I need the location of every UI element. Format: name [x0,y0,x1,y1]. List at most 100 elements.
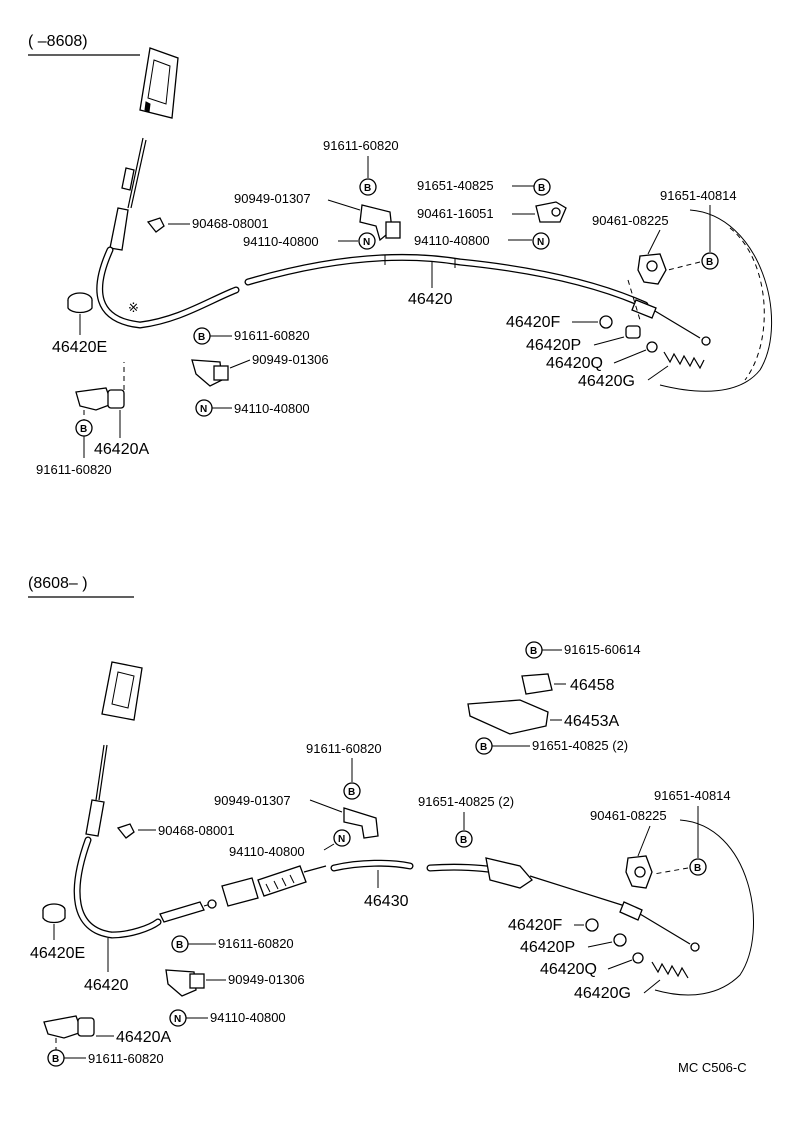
svg-text:N: N [174,1014,181,1025]
svg-text:B: B [198,332,205,343]
label-90461-16051: 90461-16051 [417,206,494,221]
bracket-90949-01307-icon [343,807,379,839]
nut-symbol-icon [358,232,376,250]
label-46420Q-bottom: 46420Q [540,961,597,978]
label-94110-40800-a-bottom: 94110-40800 [229,844,305,859]
label-46420A-bottom: 46420A [116,1029,171,1046]
label-91611-60820-c: 91611-60820 [36,462,112,477]
label-90468-08001: 90468-08001 [192,216,269,231]
lever-grip-icon [101,661,143,721]
label-90461-08225: 90461-08225 [592,213,669,228]
bolt-symbol-icon [359,178,377,196]
clamp-90461-16051-icon [535,201,567,223]
bracket-46420A-icon [75,387,113,411]
svg-text:B: B [538,183,545,194]
top-section: ( –8608) [28,33,773,477]
label-91611-60820-b-bottom: 91611-60820 [218,936,294,951]
label-46458: 46458 [570,677,615,694]
svg-text:B: B [364,183,371,194]
label-46420P: 46420P [526,337,581,354]
cable-rod [85,744,108,837]
label-91651-40825-2a: 91651-40825 (2) [532,738,628,753]
label-91615-60614: 91615-60614 [564,642,641,657]
bolt-symbol-icon [455,830,473,848]
label-94110-40800-a: 94110-40800 [243,234,319,249]
bottom-section: (8608– ) [28,575,754,1075]
label-46420E-bottom: 46420E [30,945,85,962]
label-46420G: 46420G [578,373,635,390]
spring-46420G-icon [663,351,705,370]
bolt-symbol-icon [533,178,551,196]
svg-text:N: N [200,404,207,415]
label-94110-40800-b: 94110-40800 [414,233,490,248]
label-90468-08001-bottom: 90468-08001 [158,823,235,838]
label-91611-60820-c-bottom: 91611-60820 [88,1051,164,1066]
clip-90468-icon [146,217,165,233]
washer-46420Q-icon [632,952,644,964]
label-46420Q: 46420Q [546,355,603,372]
label-46420: 46420 [408,291,453,308]
brake-drum-top [659,209,773,392]
svg-text:B: B [530,646,537,657]
label-46420P-bottom: 46420P [520,939,575,956]
bolt-symbol-icon [689,858,707,876]
svg-text:N: N [537,237,544,248]
label-91611-60820-a: 91611-60820 [323,138,399,153]
top-section-header: ( –8608) [28,33,88,50]
label-91651-40814-bottom: 91651-40814 [654,788,731,803]
label-46453A: 46453A [564,713,619,730]
bracket-46453A-icon [467,699,549,735]
lever-grip-icon [139,47,179,119]
label-46420F-bottom: 46420F [508,917,562,934]
label-46420F: 46420F [506,314,560,331]
label-90949-01307: 90949-01307 [234,191,311,206]
label-91651-40825: 91651-40825 [417,178,494,193]
retainer-46420P-icon [625,325,641,339]
cable-46420-bottom [73,836,327,939]
clip-46420F-icon [599,315,613,329]
svg-text:B: B [176,940,183,951]
label-46420A: 46420A [94,441,149,458]
label-90949-01306: 90949-01306 [252,352,329,367]
brake-drum-bottom [654,819,754,996]
nut-symbol-icon [532,232,550,250]
label-94110-40800-c: 94110-40800 [234,401,310,416]
bracket-90949-01306-icon [165,969,197,997]
bracket-90949-01307-icon [359,204,393,242]
bolt-symbol-icon [343,782,361,800]
cable-46430 [330,857,700,952]
label-90461-08225-bottom: 90461-08225 [590,808,667,823]
label-46420G-bottom: 46420G [574,985,631,1002]
asterisk-mark: ※ [128,300,139,315]
label-91611-60820-a-bottom: 91611-60820 [306,741,382,756]
clip-46420F-icon [585,918,599,932]
bottom-section-header: (8608– ) [28,575,88,592]
svg-text:B: B [706,257,713,268]
svg-text:B: B [480,742,487,753]
label-91651-40825-2b: 91651-40825 (2) [418,794,514,809]
label-94110-40800-b-bottom: 94110-40800 [210,1010,286,1025]
label-46420-bottom: 46420 [84,977,129,994]
cable-rod [109,137,147,251]
label-90949-01306-bottom: 90949-01306 [228,972,305,987]
spring-46420G-icon [651,961,689,979]
label-91611-60820-b: 91611-60820 [234,328,310,343]
svg-text:B: B [348,787,355,798]
nut-symbol-icon [333,829,351,847]
equalizer-bracket-icon [485,857,533,889]
cable-46420-top [96,246,711,346]
label-46420E: 46420E [52,339,107,356]
label-91651-40814: 91651-40814 [660,188,737,203]
svg-text:B: B [80,424,87,435]
svg-text:N: N [363,237,370,248]
bolt-symbol-icon [701,252,719,270]
retainer-46420P-icon [613,933,627,947]
svg-text:N: N [338,834,345,845]
washer-46420Q-icon [646,341,658,353]
svg-text:B: B [694,863,701,874]
footer-code: MC C506-C [678,1060,747,1075]
svg-text:B: B [52,1054,59,1065]
label-46430: 46430 [364,893,409,910]
bracket-46420A-icon [43,1015,83,1039]
